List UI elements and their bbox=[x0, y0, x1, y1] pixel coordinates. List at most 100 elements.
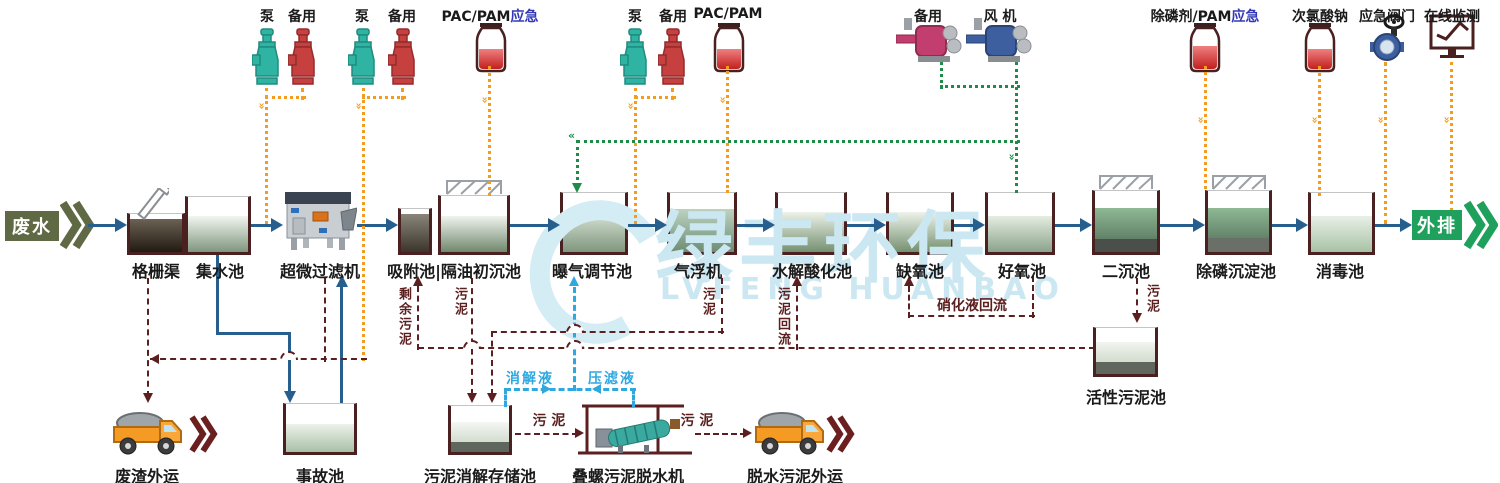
accident-feed-line bbox=[216, 255, 219, 333]
dosing-line bbox=[1318, 66, 1321, 196]
truss-adsorption-icon bbox=[446, 180, 502, 195]
flow-arrow bbox=[1080, 218, 1092, 232]
dosing-line bbox=[362, 88, 365, 361]
discharge-box: 外排 bbox=[1412, 210, 1462, 240]
line-hop bbox=[566, 324, 584, 333]
flotation-water bbox=[670, 209, 734, 252]
accident-water bbox=[286, 424, 354, 452]
flow-arrow bbox=[115, 218, 127, 232]
flow-arrow bbox=[763, 218, 775, 232]
grid-water bbox=[130, 219, 182, 252]
flow-arrow bbox=[1296, 218, 1308, 232]
sludge-arrow-digestion bbox=[467, 393, 477, 403]
sludge-return-branch bbox=[796, 286, 798, 350]
air-line bbox=[576, 140, 579, 187]
flow-line bbox=[1272, 224, 1298, 227]
flow-line bbox=[954, 224, 975, 227]
flow-line bbox=[357, 224, 388, 227]
digestion-sediment bbox=[451, 442, 509, 452]
backup-pump-icon bbox=[288, 28, 315, 85]
stream-sludge: 污 泥 bbox=[680, 413, 714, 429]
tank-label-aeration: 曝气调节池 bbox=[551, 262, 632, 281]
pump-icon bbox=[348, 28, 375, 85]
stream-filtrate: 压滤液 bbox=[588, 371, 636, 387]
stream-sludge: 污泥 bbox=[452, 287, 467, 317]
tank-accident bbox=[283, 403, 357, 455]
collect-water bbox=[188, 216, 248, 252]
fan-blower-icon bbox=[966, 18, 1032, 62]
sludge-arrow-truck2 bbox=[743, 428, 752, 438]
backup-label: 备用 bbox=[388, 9, 416, 25]
tank-label-phos-sed: 除磷沉淀池 bbox=[1195, 262, 1276, 281]
valve-line bbox=[1384, 62, 1387, 224]
tank-aeration bbox=[560, 192, 628, 255]
flow-arrow bbox=[1400, 218, 1412, 232]
sludge-arrow-truck bbox=[143, 393, 153, 403]
stream-sludge-return: 污泥回流 bbox=[775, 287, 790, 347]
sludge-arrow-left bbox=[150, 354, 159, 364]
stream-sludge: 污泥 bbox=[1144, 284, 1159, 314]
nitrified-return-arrow bbox=[904, 276, 914, 286]
accident-return-line bbox=[340, 287, 343, 403]
tank-activated bbox=[1093, 327, 1158, 377]
air-line bbox=[940, 62, 943, 89]
air-chevron: « bbox=[568, 129, 576, 142]
nitrified-return-line bbox=[908, 315, 1035, 317]
air-line bbox=[940, 85, 1020, 88]
tank-disinfect bbox=[1308, 192, 1375, 255]
stream-surplus-sludge: 剩余污泥 bbox=[396, 287, 411, 347]
activated-sediment bbox=[1096, 362, 1155, 374]
liquid-return-line bbox=[504, 388, 507, 407]
digestion-liquid-arrow bbox=[542, 384, 551, 394]
surplus-sludge-arrow bbox=[413, 276, 423, 286]
secondary-sediment bbox=[1095, 239, 1157, 252]
dosing-line bbox=[1204, 66, 1207, 189]
sludge-line bbox=[147, 278, 149, 397]
chemical-flask-icon bbox=[713, 23, 745, 73]
label-dewaterer: 叠螺污泥脱水机 bbox=[571, 467, 684, 483]
accident-return-arrow bbox=[336, 275, 348, 287]
valve-label: 应急阀门 bbox=[1359, 9, 1415, 25]
disinfect-water bbox=[1311, 216, 1372, 252]
tank-phos-sed bbox=[1205, 190, 1272, 255]
monitor-line bbox=[1450, 62, 1453, 211]
tank-label-anoxic: 缺氧池 bbox=[895, 262, 944, 281]
air-line bbox=[577, 140, 1020, 143]
flow-line bbox=[1055, 224, 1082, 227]
liquid-return-line bbox=[573, 287, 576, 391]
accident-feed-arrow bbox=[284, 391, 296, 403]
dosing-line bbox=[634, 88, 637, 224]
dosing-chevron: » bbox=[1374, 116, 1388, 124]
sludge-line bbox=[471, 278, 473, 395]
flow-arrow bbox=[874, 218, 886, 232]
hydrolysis-water bbox=[778, 212, 844, 252]
backup-pump-icon bbox=[658, 28, 685, 85]
chemical-flask-icon bbox=[1189, 23, 1221, 73]
flow-line bbox=[1375, 224, 1402, 227]
sludge-line bbox=[721, 278, 723, 334]
dosing-line bbox=[265, 88, 268, 224]
truss-secondary-icon bbox=[1099, 175, 1153, 190]
dosing-chevron: » bbox=[1308, 116, 1322, 124]
tank-digestion bbox=[448, 405, 512, 455]
tank-grid-channel bbox=[127, 213, 185, 255]
flow-line bbox=[737, 224, 765, 227]
tank-label-flotation: 气浮机 bbox=[673, 262, 722, 281]
stream-sludge: 污泥 bbox=[700, 287, 715, 317]
nitrified-return-line bbox=[1032, 276, 1034, 318]
waste-truck-icon bbox=[113, 412, 182, 455]
flow-arrow bbox=[271, 218, 283, 232]
online-monitor-icon bbox=[1429, 14, 1475, 58]
label-waste-truck: 废渣外运 bbox=[114, 467, 179, 483]
dosing-line bbox=[362, 96, 406, 99]
tank-label-collect: 集水池 bbox=[195, 262, 244, 281]
sludge-arrow-activated bbox=[1132, 313, 1142, 323]
ultrafilter-machine-icon bbox=[285, 192, 357, 250]
pump-label: 泵 bbox=[355, 9, 369, 25]
dosing-line bbox=[401, 88, 404, 100]
tank-secondary bbox=[1092, 190, 1160, 255]
label-accident: 事故池 bbox=[295, 467, 344, 483]
dosing-line bbox=[726, 66, 729, 193]
sludge-line bbox=[150, 358, 367, 360]
line-hop bbox=[566, 340, 584, 349]
